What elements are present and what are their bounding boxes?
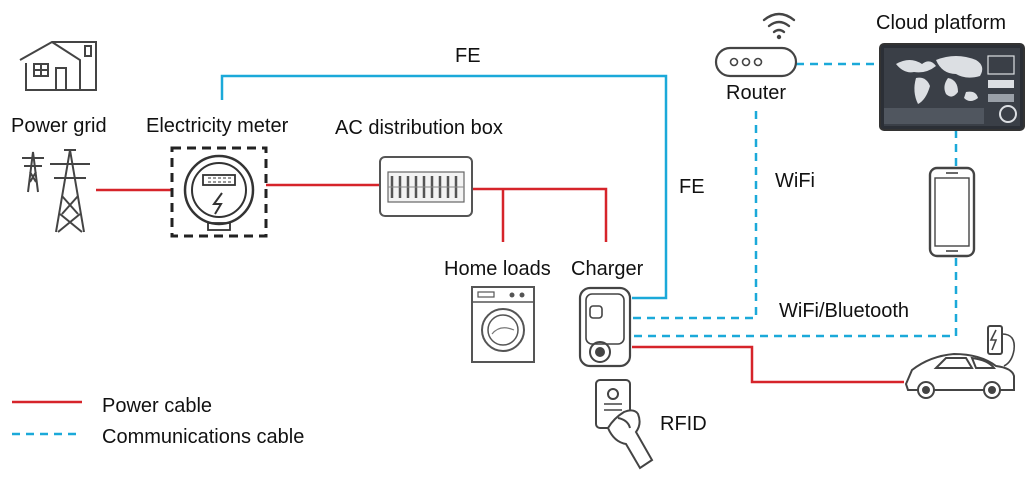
fe-cable <box>220 74 668 300</box>
hand-icon <box>606 409 654 470</box>
ac-distribution-box-label: AC distribution box <box>335 117 503 139</box>
fe-side-label: FE <box>679 176 705 198</box>
cloud-platform-label: Cloud platform <box>876 12 1007 34</box>
legend <box>12 400 82 436</box>
ac-distribution-box-icon <box>379 156 473 217</box>
comm-cables <box>220 62 958 338</box>
power-tower-icon <box>22 149 90 233</box>
rfid-label: RFID <box>660 413 707 435</box>
electric-car-icon <box>904 352 1015 399</box>
charging-post-icon <box>987 325 1016 367</box>
cloud-platform-monitor-icon <box>879 43 1025 131</box>
washing-machine-icon <box>471 286 535 363</box>
charger-icon <box>578 286 632 368</box>
power-grid-label: Power grid <box>11 115 107 137</box>
fe-top-label: FE <box>455 45 481 67</box>
wifi-bluetooth-label: WiFi/Bluetooth <box>779 300 910 322</box>
electricity-meter-icon <box>170 146 268 238</box>
home-loads-label: Home loads <box>444 258 551 280</box>
power-cable-charger-car <box>632 345 904 384</box>
router-label: Router <box>726 82 787 104</box>
smartphone-icon <box>928 166 976 258</box>
legend-communications-cable-label: Communications cable <box>102 426 305 448</box>
power-cable-box-branch <box>472 187 608 242</box>
wifi-label: WiFi <box>775 170 815 192</box>
bluetooth-cable-phone-charger <box>632 258 958 338</box>
house-icon <box>19 41 97 91</box>
electricity-meter-label: Electricity meter <box>146 115 289 137</box>
power-cables <box>96 183 904 384</box>
wifi-signal-icon <box>762 12 796 40</box>
wifi-cable-router-charger <box>632 111 758 320</box>
legend-power-cable-label: Power cable <box>102 395 213 417</box>
charger-label: Charger <box>571 258 644 280</box>
router-icon <box>714 46 798 78</box>
